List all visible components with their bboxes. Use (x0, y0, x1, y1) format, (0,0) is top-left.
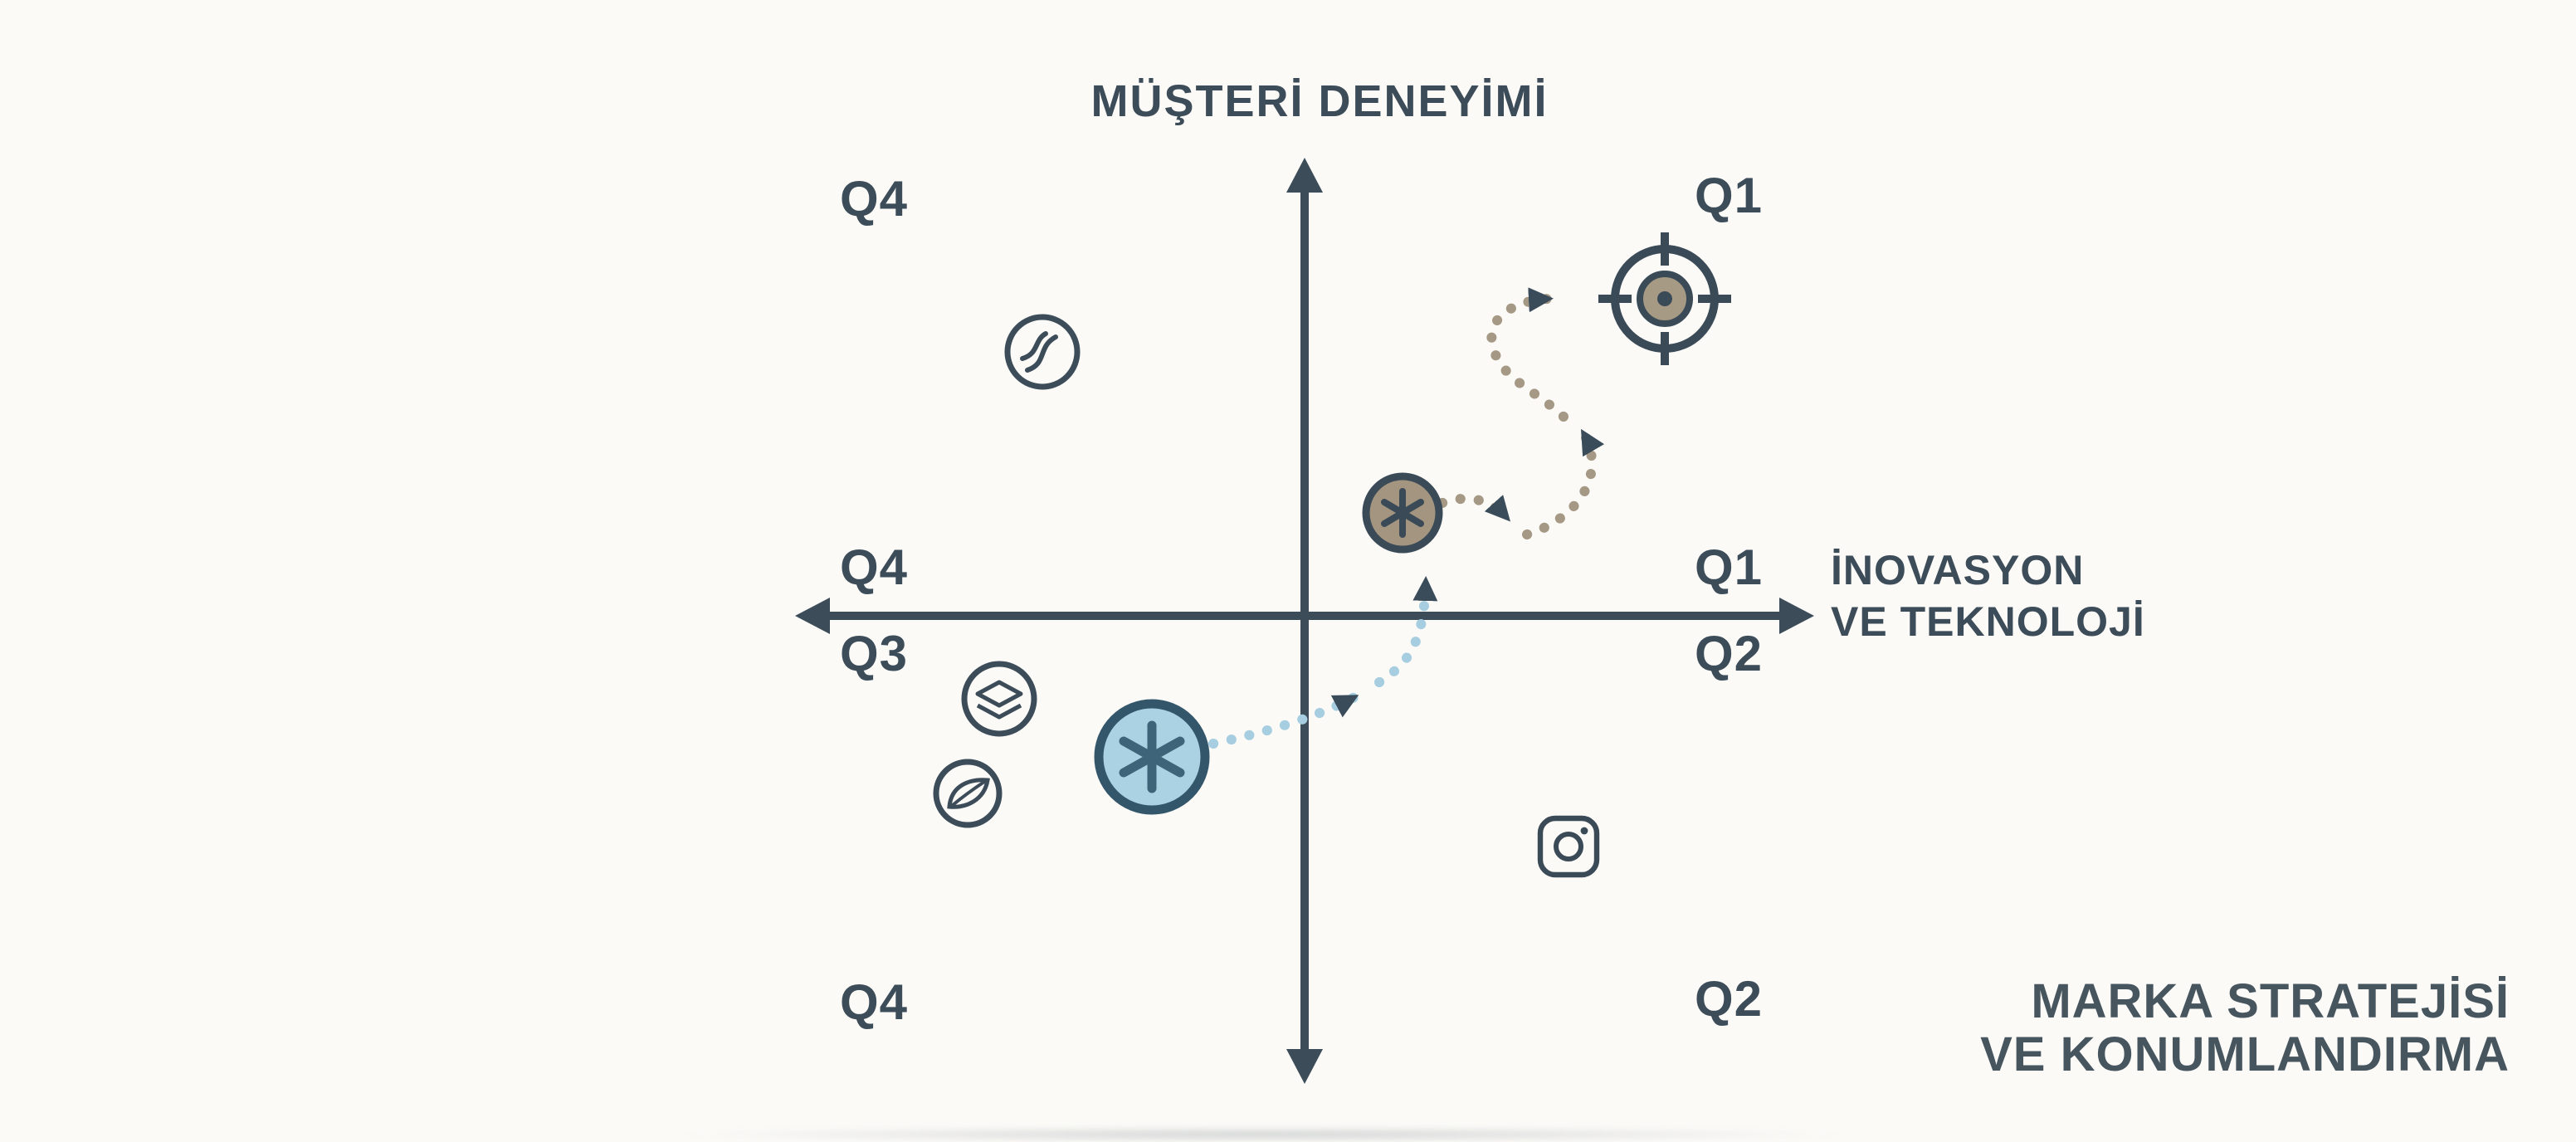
leaf-circle-icon (933, 759, 1003, 828)
bottom-shadow-smudge (664, 1127, 1859, 1142)
footer-title-line2: VE KONUMLANDIRMA (1980, 1029, 2510, 1082)
target-bullseye-icon (1598, 232, 1731, 365)
blue-dotted-path (1208, 576, 1438, 749)
quadrant-label-axis-right-upper: Q1 (1695, 541, 1764, 596)
quadrant-label-top-left: Q4 (840, 173, 909, 227)
asterisk-node-blue (1094, 699, 1210, 815)
asterisk-node-taupe (1362, 472, 1443, 554)
x-axis-title-line1: İNOVASYON (1831, 548, 2085, 594)
x-axis-arrow (795, 598, 1814, 634)
y-axis-title: MÜŞTERİ DENEYİMİ (1090, 76, 1549, 126)
x-axis-title-line2: VE TEKNOLOJİ (1831, 599, 2145, 646)
footer-title-line1: MARKA STRATEJİSİ (2031, 976, 2510, 1029)
taupe-dotted-path (1437, 287, 1605, 539)
quadrant-label-bottom-left: Q4 (840, 976, 909, 1031)
layers-circle-icon (961, 661, 1037, 737)
quadrant-label-axis-left-upper: Q4 (840, 541, 909, 596)
y-axis-arrow (1286, 158, 1323, 1084)
diagram-footer-title: MARKA STRATEJİSİ VE KONUMLANDIRMA (1980, 976, 2510, 1082)
instagram-icon (1537, 815, 1600, 878)
quadrant-label-top-right: Q1 (1695, 169, 1764, 224)
quadrant-label-axis-left-lower: Q3 (840, 627, 909, 682)
leaf-swirl-circle-icon (1004, 314, 1081, 390)
quadrant-label-axis-right-lower: Q2 (1695, 627, 1764, 682)
quadrant-label-bottom-right: Q2 (1695, 973, 1764, 1027)
